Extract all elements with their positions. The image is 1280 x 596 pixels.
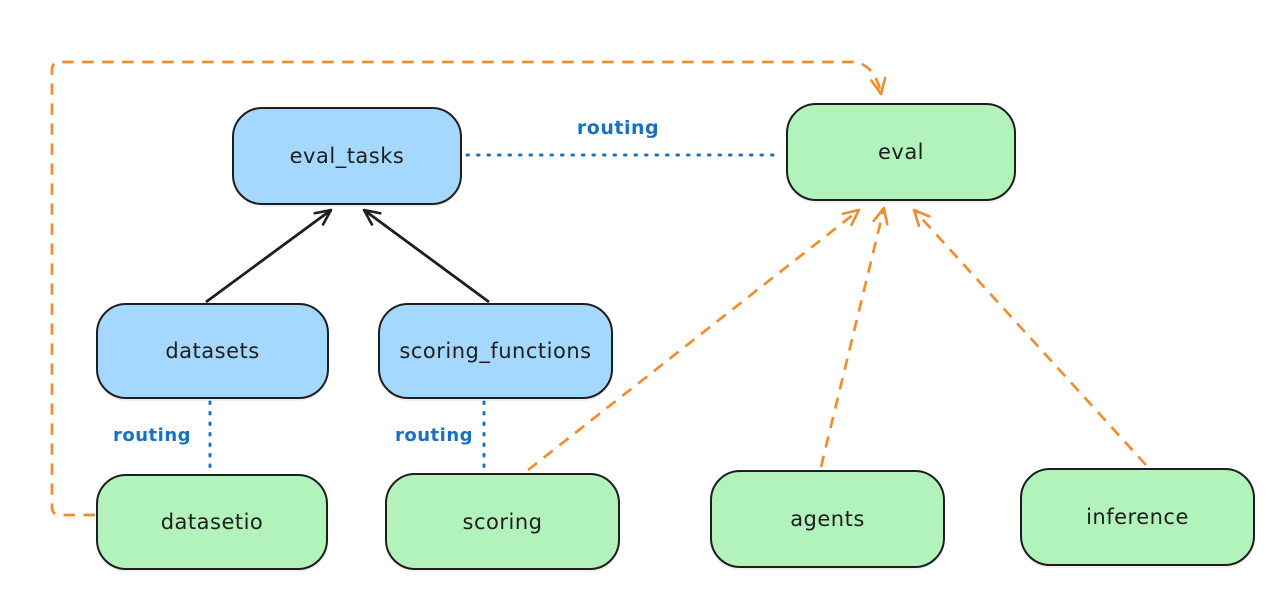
node-eval-tasks: eval_tasks [232,107,462,205]
node-inference: inference [1020,468,1255,566]
node-eval: eval [786,103,1016,201]
node-datasetio: datasetio [96,474,328,570]
node-scoring-functions-label: scoring_functions [399,339,592,363]
edge-label-routing-scoring-functions-scoring: routing [394,425,474,446]
node-eval-tasks-label: eval_tasks [289,144,405,168]
node-inference-label: inference [1086,505,1189,529]
node-agents-label: agents [790,507,865,531]
node-scoring-functions: scoring_functions [378,303,613,399]
edge-scoring-functions-to-eval-tasks [362,208,490,304]
node-datasets-label: datasets [165,339,260,363]
node-eval-label: eval [877,140,925,164]
edge-inference-to-eval [912,208,1147,466]
node-datasetio-label: datasetio [160,510,264,534]
edge-label-routing-eval-tasks-eval: routing [576,117,660,139]
node-scoring-label: scoring [462,509,543,534]
edge-agents-to-eval [819,206,889,468]
node-scoring: scoring [385,473,620,570]
edge-label-routing-datasets-datasetio: routing [112,425,192,446]
edge-datasets-to-eval-tasks [205,208,333,304]
node-datasets: datasets [96,303,329,399]
edge-scoring-to-eval [527,208,861,472]
edge-datasetio-to-eval [50,60,887,517]
node-agents: agents [710,470,945,568]
